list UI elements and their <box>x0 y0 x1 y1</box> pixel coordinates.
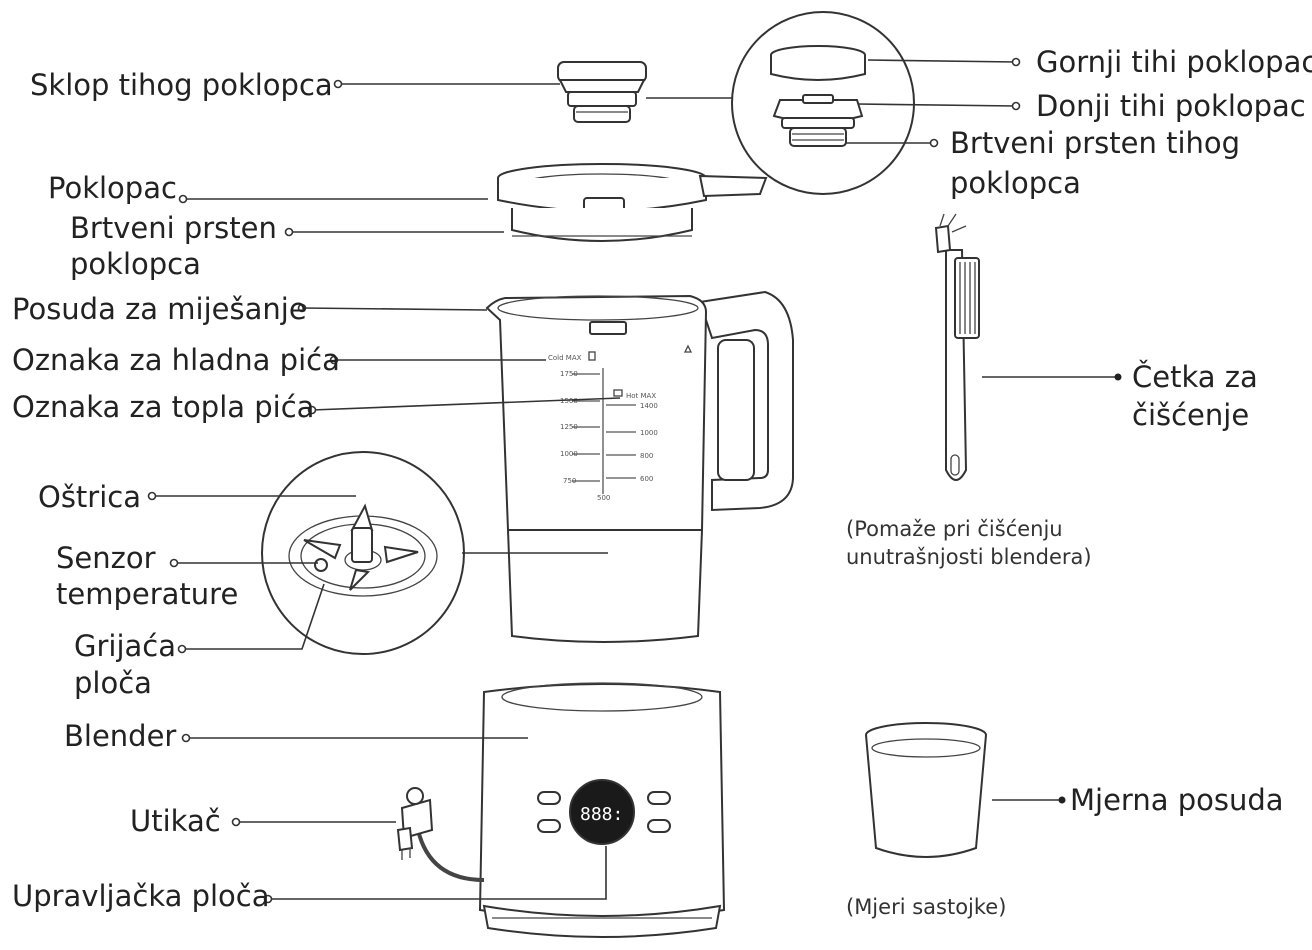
blade-detail-circle <box>261 451 465 655</box>
label-upper-silent-lid: Gornji tihi poklopac <box>1036 45 1312 79</box>
label-silent-lid-seal-line2: poklopca <box>950 166 1081 200</box>
label-plug: Utikač <box>130 804 221 838</box>
label-hot-drinks-mark: Oznaka za topla pića <box>12 390 314 424</box>
label-temp-sensor-line2: temperature <box>56 577 238 611</box>
label-silent-lid-seal-line1: Brtveni prsten tihog <box>950 126 1240 160</box>
cleaning-brush-illustration <box>934 213 980 481</box>
label-mixing-jug: Posuda za miješanje <box>12 292 307 326</box>
label-heating-plate-line1: Grijaća <box>74 629 176 663</box>
brush-note-line1: (Pomaže pri čišćenju <box>846 517 1063 541</box>
scale-mark: 1000 <box>640 429 658 437</box>
scale-mark: 1750 <box>560 370 578 378</box>
jug-left-scale: 1750 1500 1250 1000 750 500 <box>560 370 610 502</box>
label-blender-base: Blender <box>64 719 176 753</box>
label-brush-line1: Četka za <box>1132 360 1258 394</box>
scale-mark: 1250 <box>560 423 578 431</box>
label-heating-plate-line2: ploča <box>74 666 152 700</box>
scale-mark: 750 <box>563 477 576 485</box>
scale-mark: 1500 <box>560 397 578 405</box>
jug-right-scale: 1400 1000 800 600 <box>606 402 658 483</box>
measuring-cup-illustration <box>865 722 987 858</box>
label-cold-drinks-mark: Oznaka za hladna pića <box>12 343 340 377</box>
scale-mark: 600 <box>640 475 653 483</box>
label-brush-line2: čišćenje <box>1132 398 1249 432</box>
control-display-digits: 888: <box>580 804 623 825</box>
blender-base-illustration: 888: <box>396 682 726 938</box>
label-lid: Poklopac <box>48 171 177 205</box>
label-measuring-cup: Mjerna posuda <box>1070 783 1284 817</box>
cold-max-marking: Cold MAX <box>548 354 582 362</box>
scale-mark: 1000 <box>560 450 578 458</box>
hot-max-marking: Hot MAX <box>626 392 656 400</box>
silent-lid-detail-circle <box>731 11 915 195</box>
measuring-cup-note: (Mjeri sastojke) <box>846 895 1006 919</box>
label-control-panel: Upravljačka ploča <box>12 879 270 913</box>
label-blade: Oštrica <box>38 480 141 514</box>
scale-mark: 1400 <box>640 402 658 410</box>
scale-mark: 800 <box>640 452 653 460</box>
mixing-jug-illustration: 1750 1500 1250 1000 750 500 1400 1000 80… <box>485 290 794 643</box>
label-silent-lid-assembly: Sklop tihog poklopca <box>30 68 333 102</box>
label-lower-silent-lid: Donji tihi poklopac <box>1036 89 1306 123</box>
scale-mark: 500 <box>597 494 610 502</box>
label-temp-sensor-line1: Senzor <box>56 541 156 575</box>
leader-lines <box>147 57 1122 904</box>
lid-illustration <box>497 163 768 242</box>
label-lid-seal-line1: Brtveni prsten <box>70 211 277 245</box>
silent-lid-assembly-illustration <box>557 61 647 123</box>
callout-labels: Sklop tihog poklopca Gornji tihi poklopa… <box>12 45 1312 919</box>
label-lid-seal-line2: poklopca <box>70 247 201 281</box>
brush-note-line2: unutrašnjosti blendera) <box>846 545 1092 569</box>
